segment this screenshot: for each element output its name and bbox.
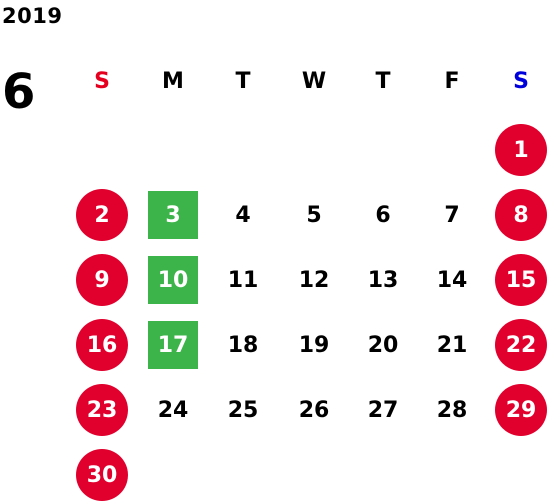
calendar-month: 6 <box>2 64 36 120</box>
calendar-day-13[interactable]: 13 <box>367 267 399 293</box>
calendar-day-3[interactable]: 3 <box>148 191 198 239</box>
calendar-day-26[interactable]: 26 <box>298 397 330 423</box>
calendar-day-30[interactable]: 30 <box>76 449 128 501</box>
calendar-day-4[interactable]: 4 <box>235 202 251 228</box>
calendar-day-14[interactable]: 14 <box>436 267 468 293</box>
calendar-day-18[interactable]: 18 <box>227 332 259 358</box>
calendar-day-16[interactable]: 16 <box>76 319 128 371</box>
weekday-header-monday: M <box>162 68 184 94</box>
calendar-day-11[interactable]: 11 <box>227 267 259 293</box>
calendar-day-5[interactable]: 5 <box>306 202 322 228</box>
calendar-day-10[interactable]: 10 <box>148 256 198 304</box>
calendar-day-9[interactable]: 9 <box>76 254 128 306</box>
calendar-day-15[interactable]: 15 <box>495 254 547 306</box>
calendar-day-12[interactable]: 12 <box>298 267 330 293</box>
weekday-header-saturday: S <box>513 68 529 94</box>
calendar-day-25[interactable]: 25 <box>227 397 259 423</box>
calendar-day-7[interactable]: 7 <box>444 202 460 228</box>
calendar-day-21[interactable]: 21 <box>436 332 468 358</box>
weekday-header-thursday: T <box>375 68 391 94</box>
calendar-day-29[interactable]: 29 <box>495 384 547 436</box>
calendar-day-19[interactable]: 19 <box>298 332 330 358</box>
calendar-day-6[interactable]: 6 <box>375 202 391 228</box>
calendar-day-17[interactable]: 17 <box>148 321 198 369</box>
calendar-day-1[interactable]: 1 <box>495 124 547 176</box>
calendar-day-20[interactable]: 20 <box>367 332 399 358</box>
calendar-day-22[interactable]: 22 <box>495 319 547 371</box>
weekday-header-tuesday: T <box>235 68 251 94</box>
calendar-day-24[interactable]: 24 <box>157 397 189 423</box>
weekday-header-friday: F <box>444 68 460 94</box>
weekday-header-sunday: S <box>94 68 110 94</box>
calendar-day-28[interactable]: 28 <box>436 397 468 423</box>
weekday-header-wednesday: W <box>301 68 327 94</box>
calendar-day-8[interactable]: 8 <box>495 189 547 241</box>
calendar-year: 2019 <box>2 4 63 28</box>
calendar-day-2[interactable]: 2 <box>76 189 128 241</box>
calendar-day-27[interactable]: 27 <box>367 397 399 423</box>
calendar-day-23[interactable]: 23 <box>76 384 128 436</box>
